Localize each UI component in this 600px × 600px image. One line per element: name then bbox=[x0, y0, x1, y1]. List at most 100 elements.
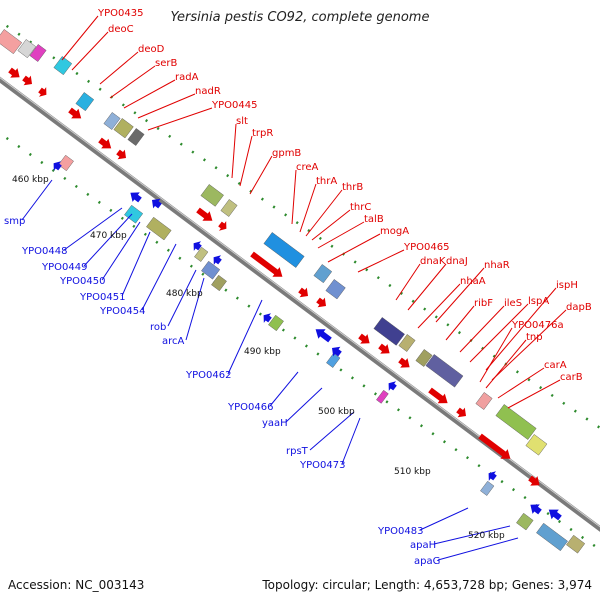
kbp-label: 510 kbp bbox=[394, 467, 431, 477]
label-leader bbox=[21, 179, 53, 221]
label-leader bbox=[101, 221, 141, 281]
feature-block bbox=[103, 112, 121, 130]
forward-gene-label: ileS bbox=[504, 298, 522, 309]
label-leader bbox=[357, 249, 405, 273]
tick-outer bbox=[0, 19, 600, 430]
label-leader bbox=[311, 209, 351, 241]
reverse-arrow bbox=[151, 198, 162, 209]
accession-text: Accession: NC_003143 bbox=[8, 578, 145, 592]
feature-block bbox=[480, 480, 495, 496]
feature-block bbox=[475, 392, 493, 410]
forward-gene-label: radA bbox=[175, 72, 199, 83]
forward-gene-label: slt bbox=[236, 116, 248, 127]
label-leader bbox=[485, 287, 557, 371]
reverse-gene-label: rpsT bbox=[286, 446, 309, 457]
forward-gene-arrows bbox=[8, 67, 540, 486]
label-leader bbox=[433, 525, 511, 545]
label-leader bbox=[71, 31, 109, 71]
feature-block bbox=[525, 434, 548, 456]
forward-arrow bbox=[428, 387, 448, 404]
forward-arrow bbox=[98, 137, 112, 149]
forward-gene-label: deoD bbox=[138, 44, 165, 55]
feature-block bbox=[75, 92, 95, 112]
feature-block bbox=[313, 264, 333, 284]
forward-gene-label: lspA bbox=[528, 296, 549, 307]
label-leader bbox=[123, 79, 176, 109]
label-leader bbox=[239, 135, 253, 187]
label-leader bbox=[327, 233, 381, 263]
forward-gene-label: thrC bbox=[350, 202, 371, 213]
forward-gene-label: thrB bbox=[342, 182, 363, 193]
kbp-label: 500 kbp bbox=[318, 407, 355, 417]
feature-block bbox=[127, 128, 145, 146]
feature-block bbox=[201, 260, 221, 280]
forward-gene-label: serB bbox=[155, 58, 177, 69]
feature-block bbox=[415, 349, 433, 367]
forward-arrow bbox=[398, 357, 410, 368]
forward-gene-labels: YPO0435deoCdeoDserBradAnadRYPO0445slttrp… bbox=[61, 8, 592, 409]
feature-block bbox=[17, 39, 37, 59]
label-leader bbox=[147, 107, 213, 131]
forward-arrow bbox=[38, 87, 47, 97]
forward-gene-label: carA bbox=[544, 360, 567, 371]
reverse-gene-label: YPO0448 bbox=[21, 246, 67, 257]
label-leader bbox=[61, 15, 99, 61]
label-leader bbox=[109, 65, 156, 99]
reverse-gene-label: apaH bbox=[410, 540, 436, 551]
forward-gene-label: mogA bbox=[380, 226, 409, 237]
reverse-arrow bbox=[315, 329, 332, 343]
forward-gene-label: dnaJ bbox=[446, 256, 468, 267]
forward-arrow bbox=[196, 207, 213, 221]
feature-block bbox=[58, 154, 74, 172]
feature-block bbox=[194, 246, 209, 262]
label-leader bbox=[285, 387, 323, 423]
feature-block bbox=[566, 534, 586, 554]
feature-block bbox=[325, 279, 346, 300]
label-leader bbox=[99, 51, 139, 85]
feature-block bbox=[268, 314, 284, 332]
label-leader bbox=[497, 367, 545, 399]
reverse-arrow bbox=[548, 509, 562, 521]
forward-arrow bbox=[250, 251, 283, 277]
label-leader bbox=[141, 243, 177, 311]
reverse-gene-label: YPO0449 bbox=[41, 262, 87, 273]
forward-gene-label: carB bbox=[560, 372, 583, 383]
feature-block bbox=[29, 44, 47, 62]
reverse-gene-label: YPO0473 bbox=[299, 460, 345, 471]
feature-block bbox=[113, 118, 134, 139]
label-leader bbox=[227, 299, 263, 375]
forward-arrow bbox=[8, 67, 20, 78]
label-leader bbox=[341, 417, 361, 465]
forward-arrow bbox=[528, 475, 540, 486]
label-leader bbox=[419, 507, 469, 531]
label-leader bbox=[507, 379, 561, 409]
reverse-arrow bbox=[213, 255, 222, 265]
label-leader bbox=[437, 537, 519, 561]
reverse-gene-label: YPO0454 bbox=[99, 306, 145, 317]
feature-block bbox=[425, 354, 464, 388]
label-leader bbox=[485, 339, 527, 389]
label-leader bbox=[269, 371, 299, 407]
reverse-gene-label: yaaH bbox=[262, 418, 288, 429]
genome-backbone bbox=[0, 76, 600, 532]
reverse-gene-label: rob bbox=[150, 322, 166, 333]
reverse-arrow bbox=[530, 504, 542, 515]
reverse-arrow bbox=[488, 471, 497, 481]
reverse-gene-label: YPO0450 bbox=[59, 276, 105, 287]
label-leader bbox=[459, 305, 505, 353]
label-leader bbox=[305, 189, 343, 237]
feature-band-outer bbox=[0, 29, 548, 456]
forward-gene-label: deoC bbox=[108, 24, 134, 35]
kbp-label: 520 kbp bbox=[468, 531, 505, 541]
forward-gene-label: dapB bbox=[566, 302, 592, 313]
label-leader bbox=[121, 231, 151, 297]
feature-block bbox=[220, 199, 238, 217]
feature-block bbox=[373, 317, 405, 346]
label-leader bbox=[469, 303, 529, 363]
forward-gene-label: tnp bbox=[526, 332, 543, 343]
kbp-label: 480 kbp bbox=[166, 289, 203, 299]
reverse-gene-label: apaG bbox=[414, 556, 440, 567]
reverse-arrow bbox=[130, 192, 142, 203]
genome-summary-text: Topology: circular; Length: 4,653,728 bp… bbox=[262, 578, 592, 592]
